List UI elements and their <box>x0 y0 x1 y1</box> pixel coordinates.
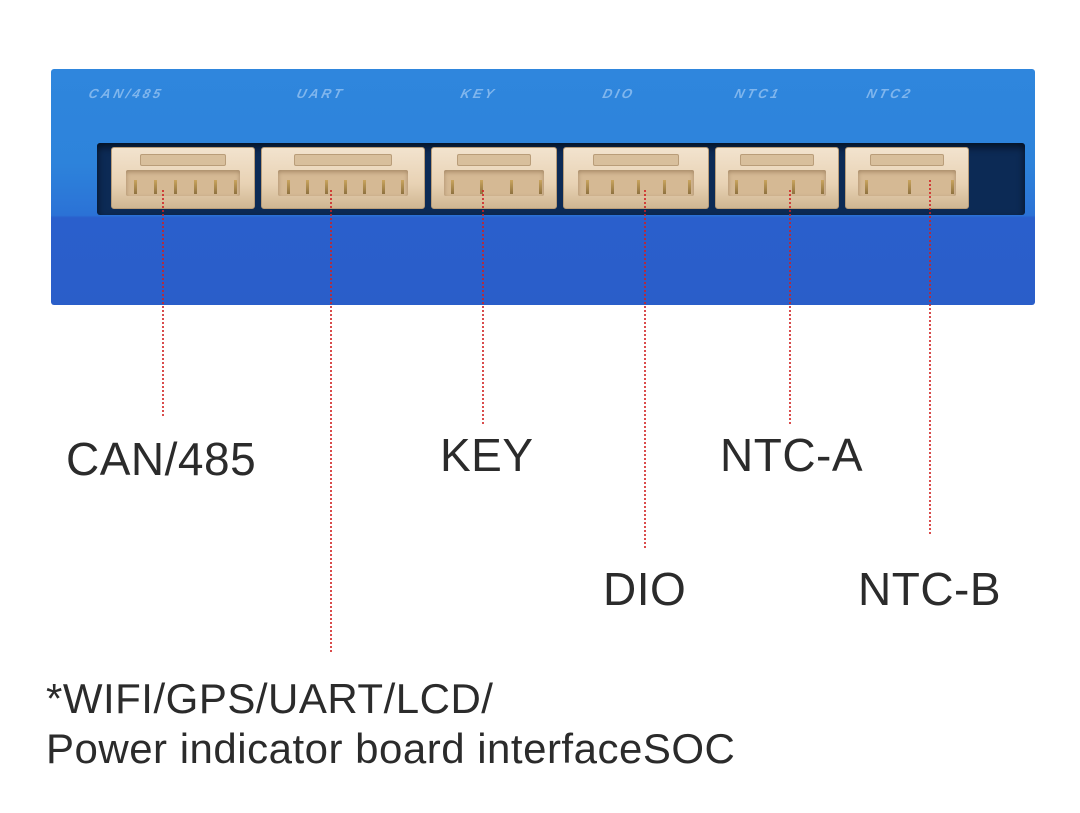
connector-pin <box>344 180 347 194</box>
connector-ntc-b <box>845 147 969 209</box>
connector-pin <box>864 180 868 194</box>
controller-enclosure: CAN/485 UART KEY DIO NTC1 NTC2 <box>51 69 1035 305</box>
label-ntc-a: NTC-A <box>720 429 864 481</box>
connector-pin <box>133 180 137 194</box>
connector-pin <box>662 180 666 194</box>
connector-pin <box>173 180 177 194</box>
connector-pin <box>480 180 484 194</box>
label-ntc-b: NTC-B <box>858 563 1002 615</box>
connector-pin <box>286 180 290 194</box>
connector-pin <box>324 180 328 194</box>
connector-pin <box>509 180 513 194</box>
label-uart-line1: *WIFI/GPS/UART/LCD/ <box>46 675 494 722</box>
connector-pin <box>951 180 955 194</box>
connector-pin <box>401 180 405 194</box>
connector-pin <box>450 180 454 194</box>
connector-key <box>431 147 557 209</box>
connector-uart <box>261 147 425 209</box>
connector-dio <box>563 147 709 209</box>
connector-pin <box>585 180 589 194</box>
label-uart-line2: Power indicator board interfaceSOC <box>46 725 736 772</box>
connector-ntc-a <box>715 147 839 209</box>
connector-pin <box>611 180 615 194</box>
label-key: KEY <box>440 429 534 481</box>
connector-pin <box>734 180 738 194</box>
connector-pin <box>363 180 367 194</box>
label-dio: DIO <box>603 563 687 615</box>
connector-pin <box>153 180 157 194</box>
label-can485: CAN/485 <box>66 433 257 485</box>
connector-pin <box>234 180 238 194</box>
connector-pin <box>382 180 386 194</box>
connector-pin <box>305 180 309 194</box>
connector-pin <box>688 180 692 194</box>
connector-pin <box>821 180 825 194</box>
connector-pin <box>763 180 767 194</box>
connector-can485 <box>111 147 255 209</box>
connector-pin <box>194 180 198 194</box>
connector-pin <box>214 180 218 194</box>
connector-pin <box>637 180 640 194</box>
connector-pin <box>908 180 911 194</box>
label-uart-description: *WIFI/GPS/UART/LCD/ Power indicator boar… <box>46 674 735 774</box>
connector-pin <box>539 180 543 194</box>
connector-pin <box>792 180 796 194</box>
